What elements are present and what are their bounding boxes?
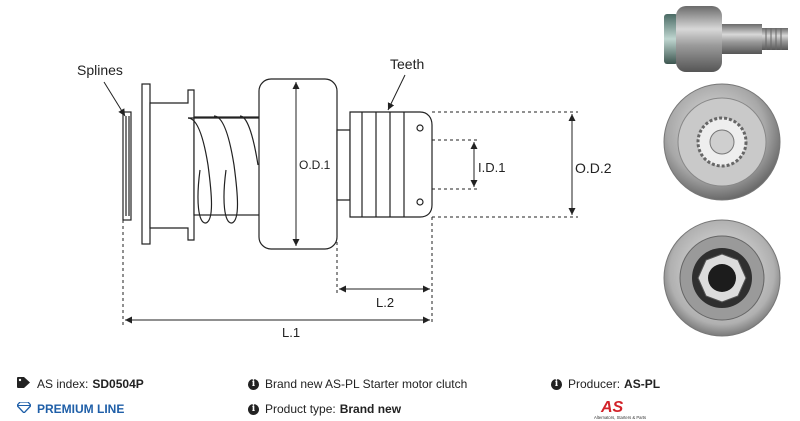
product-photo-side	[664, 6, 788, 72]
premium-line-label: PREMIUM LINE	[37, 402, 125, 416]
info-icon: i	[551, 378, 562, 390]
premium-line-row: PREMIUM LINE	[16, 401, 125, 416]
description-row: i Brand new AS-PL Starter motor clutch	[248, 377, 467, 391]
product-photo-back	[663, 219, 781, 337]
splines-label: Splines	[77, 62, 123, 78]
as-index-value: SD0504P	[92, 377, 144, 391]
pinion-part	[336, 111, 433, 218]
producer-label: Producer:	[568, 377, 621, 391]
as-index-row: AS index: SD0504P	[17, 377, 144, 391]
producer-value: AS-PL	[624, 377, 661, 391]
housing-part	[149, 89, 195, 241]
product-type-row: i Product type: Brand new	[248, 402, 401, 416]
flange-part	[141, 83, 151, 245]
tag-icon	[17, 377, 31, 391]
logo-mark: AS	[600, 399, 624, 416]
technical-drawing: Splines Teeth O.D.1 I.D.1 O.D.2 L.2 L.1	[77, 56, 612, 340]
product-type-label: Product type:	[265, 402, 336, 416]
info-icon: i	[248, 403, 259, 415]
l1-label: L.1	[282, 325, 300, 340]
l2-label: L.2	[376, 295, 394, 310]
as-pl-logo: AS Alternators, Starters & Parts	[594, 399, 646, 420]
description-text: Brand new AS-PL Starter motor clutch	[265, 377, 468, 391]
splines-part	[122, 111, 132, 221]
od2-label: O.D.2	[575, 160, 612, 176]
id1-label: I.D.1	[478, 160, 505, 175]
as-index-label: AS index:	[37, 377, 89, 391]
spring-part	[187, 115, 261, 224]
teeth-leader	[387, 74, 406, 111]
logo-tagline: Alternators, Starters & Parts	[594, 415, 646, 420]
info-icon: i	[248, 378, 259, 390]
teeth-label: Teeth	[390, 56, 424, 72]
product-photo-front	[663, 83, 781, 201]
diamond-icon	[16, 401, 32, 416]
od1-label: O.D.1	[299, 158, 331, 172]
product-type-value: Brand new	[339, 402, 402, 416]
splines-leader	[103, 81, 126, 117]
producer-row: i Producer: AS-PL	[551, 377, 660, 391]
